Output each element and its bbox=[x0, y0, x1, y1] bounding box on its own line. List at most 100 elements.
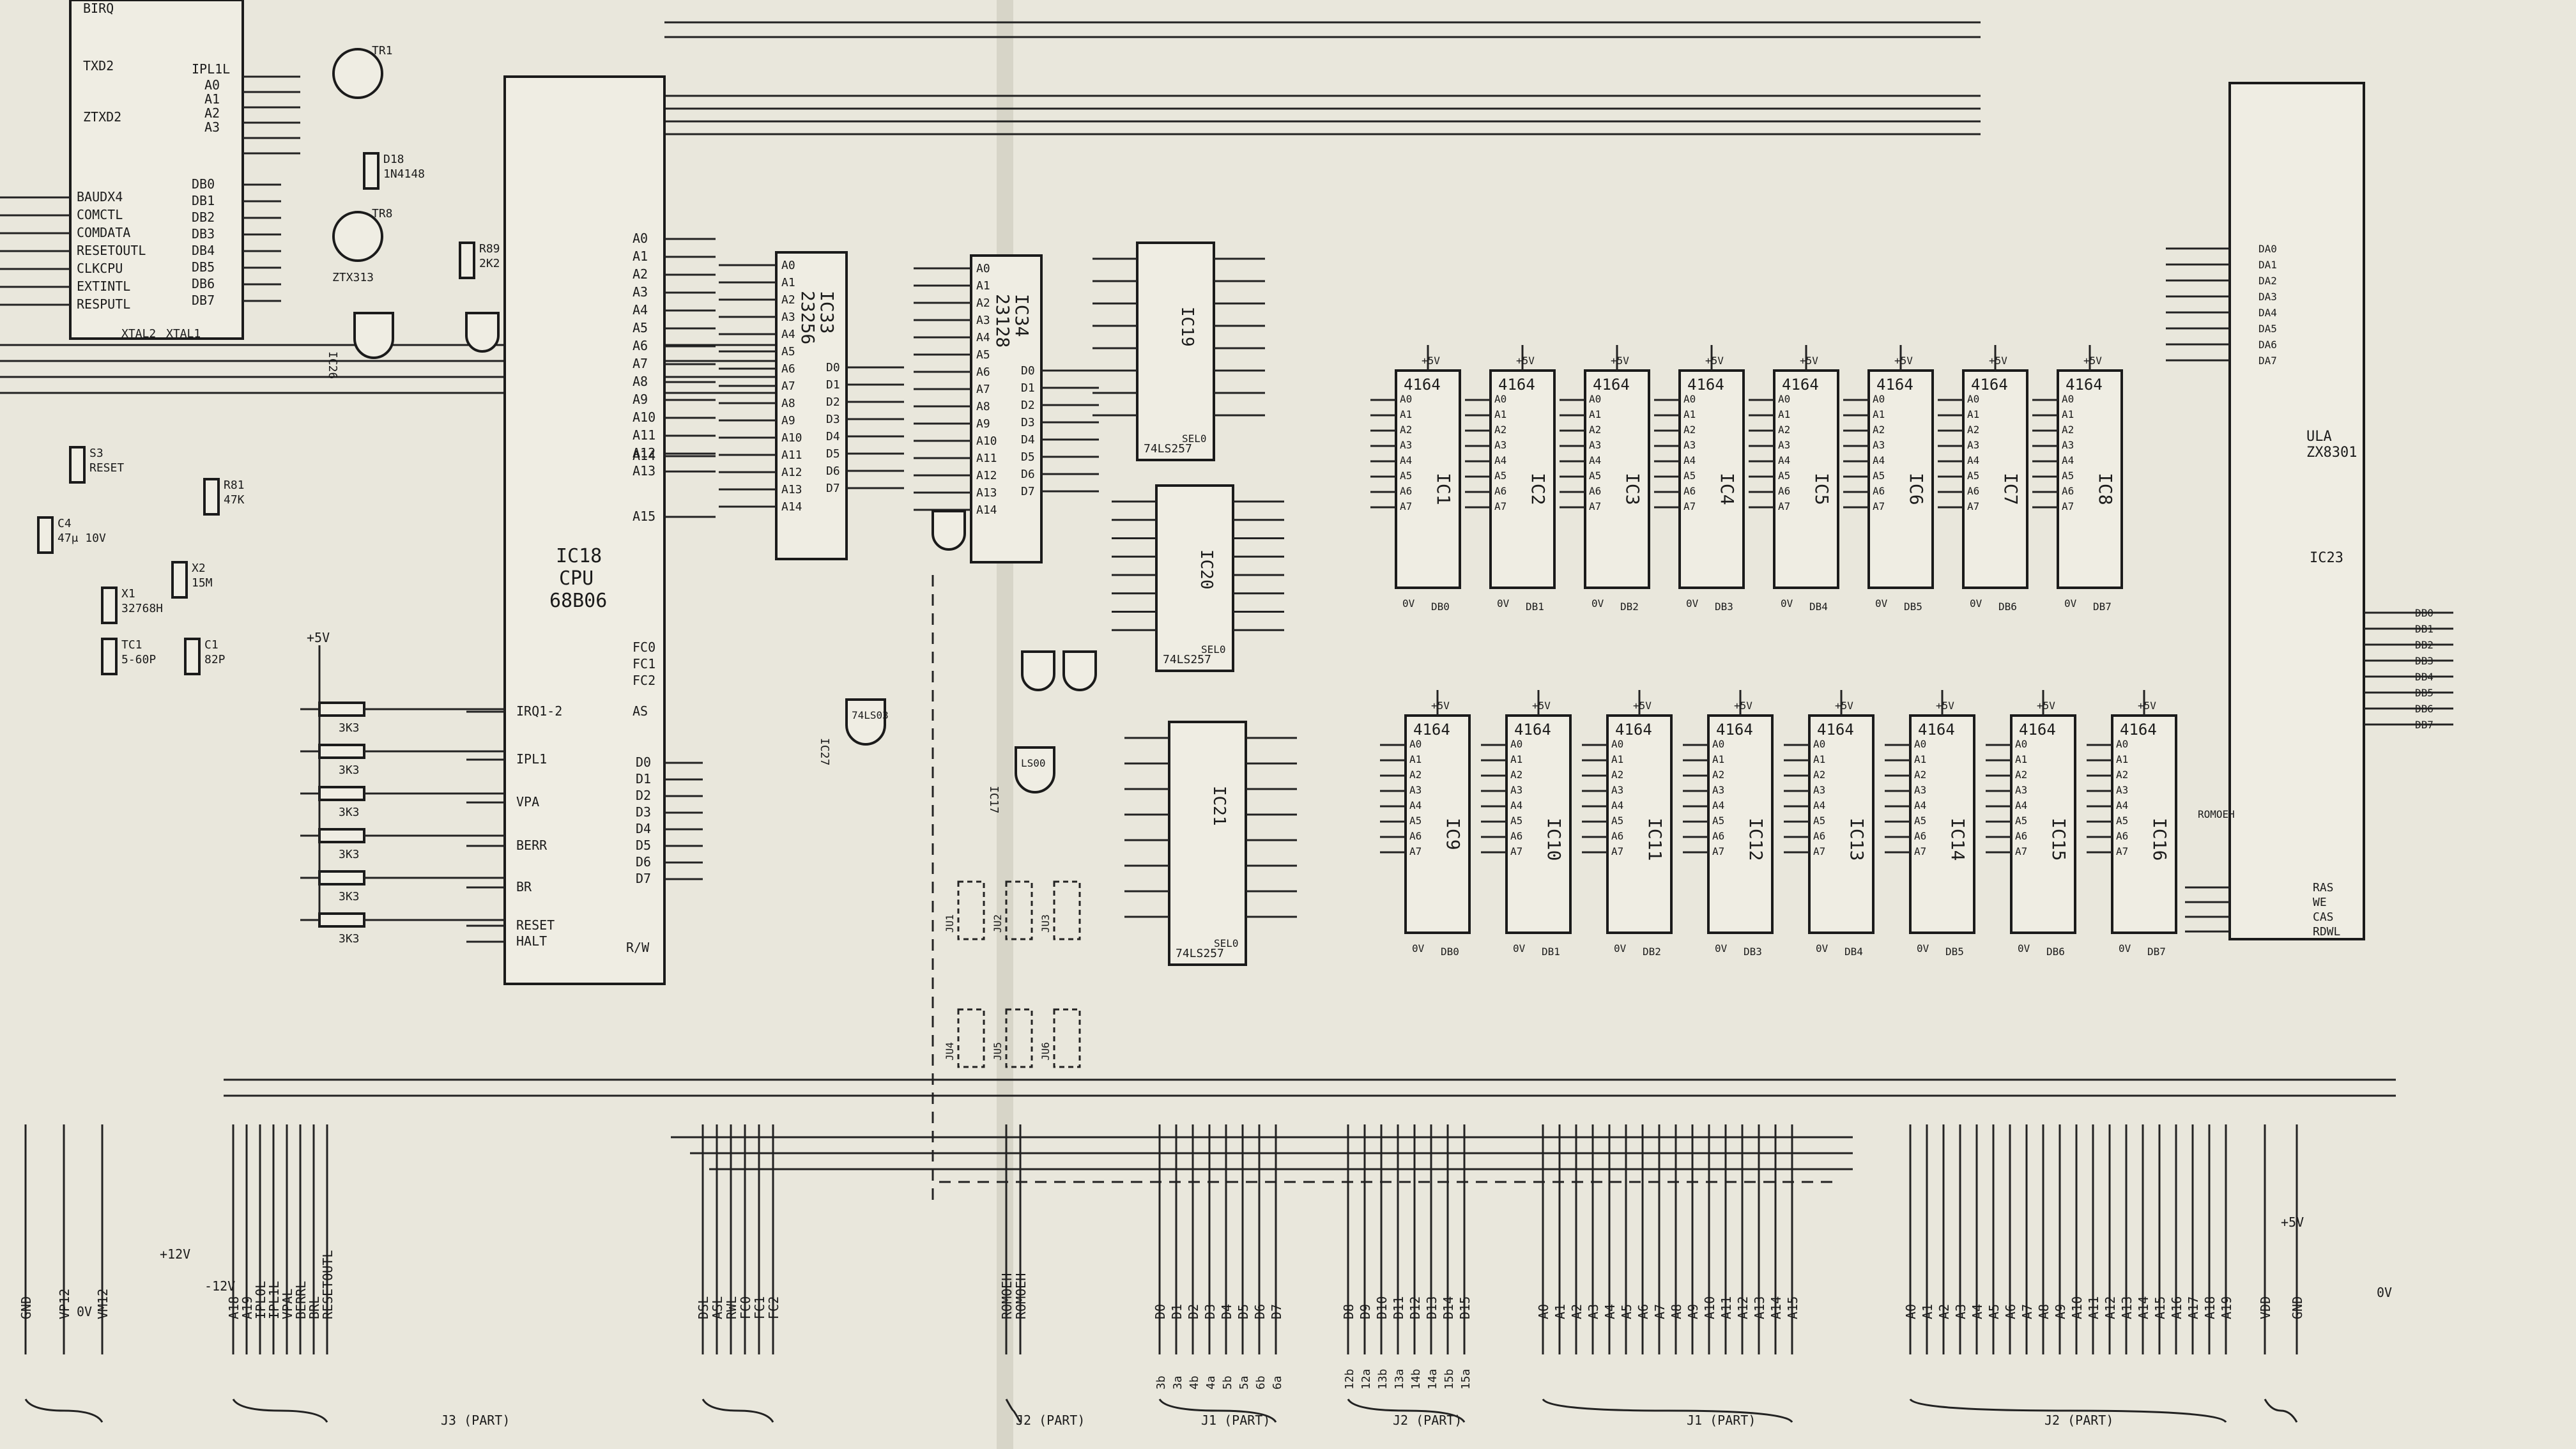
acia-pin-label: TXD2 bbox=[83, 58, 114, 73]
dram-addr-pin: A4 bbox=[1589, 454, 1601, 466]
connector-pin-number: 6b bbox=[1254, 1376, 1268, 1390]
dram-ref: IC13 bbox=[1846, 818, 1867, 861]
jumper-box bbox=[957, 880, 985, 940]
dram-part: 4164 bbox=[1413, 721, 1450, 739]
rom-addr-pin: A10 bbox=[976, 434, 997, 448]
dram-body bbox=[1773, 369, 1839, 589]
dram-addr-pin: A2 bbox=[1400, 424, 1412, 436]
rom-data-pin: D2 bbox=[1021, 399, 1035, 412]
rom-data-pin: D6 bbox=[826, 464, 840, 478]
dram-body bbox=[1489, 369, 1556, 589]
dram-gnd-label: 0V bbox=[1513, 942, 1526, 954]
pullup-resistor: 3K3 bbox=[300, 702, 505, 735]
connector-pin-label: A8 bbox=[2036, 1304, 2051, 1319]
dram-addr-pin: A5 bbox=[1409, 815, 1422, 827]
cpu-addr-pin: A7 bbox=[632, 356, 648, 371]
dram-part: 4164 bbox=[1876, 376, 1913, 394]
logic-gate bbox=[1062, 650, 1097, 691]
connector-pin-label: D12 bbox=[1407, 1296, 1423, 1319]
dram-addr-pin: A1 bbox=[2062, 408, 2074, 420]
dram-body bbox=[1909, 714, 1975, 934]
acia-pin-label: DB4 bbox=[192, 243, 215, 258]
dram-vcc-label: +5V bbox=[1422, 355, 1440, 367]
connector-pin-label: IPL0L bbox=[253, 1281, 268, 1319]
dram-ref: IC11 bbox=[1644, 818, 1666, 861]
dram-gnd-label: 0V bbox=[1402, 597, 1415, 610]
dram-out-label: DB5 bbox=[1945, 946, 1964, 958]
connector-pin-label: D4 bbox=[1219, 1304, 1234, 1319]
dram-out-label: DB0 bbox=[1441, 946, 1459, 958]
connector-pin-number: 3b bbox=[1154, 1376, 1168, 1390]
connector-pin-label: A19 bbox=[2219, 1296, 2234, 1319]
dram-vcc-label: +5V bbox=[1936, 700, 1954, 712]
dram-addr-pin: A1 bbox=[1813, 753, 1825, 765]
cpu-ctrl-pin: BERR bbox=[516, 838, 548, 853]
rom-addr-pin: A8 bbox=[976, 400, 990, 413]
rom-addr-pin: A4 bbox=[976, 331, 990, 344]
mux-sel-label: SEL0 bbox=[1201, 643, 1226, 656]
dram-ref: IC7 bbox=[2000, 473, 2021, 505]
acia-pin-label: XTAL2 bbox=[121, 327, 156, 341]
connector-pin-label: A5 bbox=[1619, 1304, 1634, 1319]
resistor-value: 3K3 bbox=[339, 763, 360, 777]
connector-pin-label: A0 bbox=[1536, 1304, 1551, 1319]
acia-pin-label: A3 bbox=[204, 119, 220, 135]
jumper-link: JU5 bbox=[992, 1008, 1033, 1068]
dram-addr-pin: A6 bbox=[1914, 830, 1926, 842]
dram-body bbox=[1962, 369, 2028, 589]
supply-label: 0V bbox=[2377, 1285, 2392, 1300]
dram-addr-pin: A3 bbox=[1400, 439, 1412, 451]
dram-gnd-label: 0V bbox=[2018, 942, 2030, 954]
rom-addr-pin: A2 bbox=[976, 296, 990, 310]
dram-ref: IC9 bbox=[1443, 818, 1464, 850]
dram-ref: IC2 bbox=[1528, 473, 1549, 505]
dram-gnd-label: 0V bbox=[1875, 597, 1888, 610]
rom-data-pin: D6 bbox=[1021, 468, 1035, 481]
logic-gate: IC26 bbox=[326, 312, 394, 379]
connector-pin-label: FC0 bbox=[738, 1296, 753, 1319]
dram-addr-pin: A7 bbox=[2015, 845, 2027, 857]
component-ref: TC1 bbox=[121, 638, 142, 652]
component-body bbox=[203, 478, 220, 516]
dram-ref: IC15 bbox=[2048, 818, 2069, 861]
connector-pin-label: ROMOEH bbox=[1013, 1273, 1029, 1319]
cpu-ctrl-pin: R/W bbox=[626, 940, 650, 955]
gate-body bbox=[353, 312, 394, 359]
acia-pin-label: A2 bbox=[204, 105, 220, 121]
connector-pin-label: D6 bbox=[1252, 1304, 1268, 1319]
resistor-value: 3K3 bbox=[339, 848, 360, 861]
connector-pin-label: A10 bbox=[2069, 1296, 2085, 1319]
connector-pin-label: A5 bbox=[1986, 1304, 2002, 1319]
cpu-addr-pin: A5 bbox=[632, 320, 648, 335]
cpu-ref: IC18 bbox=[556, 545, 602, 567]
supply-label: 0V bbox=[77, 1304, 92, 1319]
ula-pin-label: DA3 bbox=[2258, 291, 2277, 303]
component-value: 82P bbox=[204, 653, 226, 666]
dram-addr-pin: A3 bbox=[1914, 784, 1926, 796]
dram-addr-pin: A1 bbox=[1409, 753, 1422, 765]
top-bus-wires bbox=[0, 21, 2396, 1170]
logic-gate bbox=[465, 312, 500, 353]
rom-addr-pin: A3 bbox=[976, 314, 990, 327]
component-value: 15M bbox=[192, 576, 213, 590]
rom-chip: IC3323256A0A1A2A3A4A5A6A7A8A9A10A11A12A1… bbox=[719, 251, 904, 560]
connector-caption: J1 (PART) bbox=[1201, 1413, 1270, 1428]
dram-addr-pin: A6 bbox=[1409, 830, 1422, 842]
connector-pin-label: VP12 bbox=[57, 1289, 72, 1319]
connector-pin-label: A6 bbox=[2003, 1304, 2018, 1319]
dram-addr-pin: A0 bbox=[1611, 738, 1623, 750]
connector-caption: J2 (PART) bbox=[1016, 1413, 1085, 1428]
dram-part: 4164 bbox=[1687, 376, 1724, 394]
connector-pin-number: 13a bbox=[1393, 1368, 1406, 1390]
dram-gnd-label: 0V bbox=[1781, 597, 1793, 610]
acia-pin-label: A1 bbox=[204, 91, 220, 107]
connector-pin-label: A8 bbox=[1669, 1304, 1684, 1319]
